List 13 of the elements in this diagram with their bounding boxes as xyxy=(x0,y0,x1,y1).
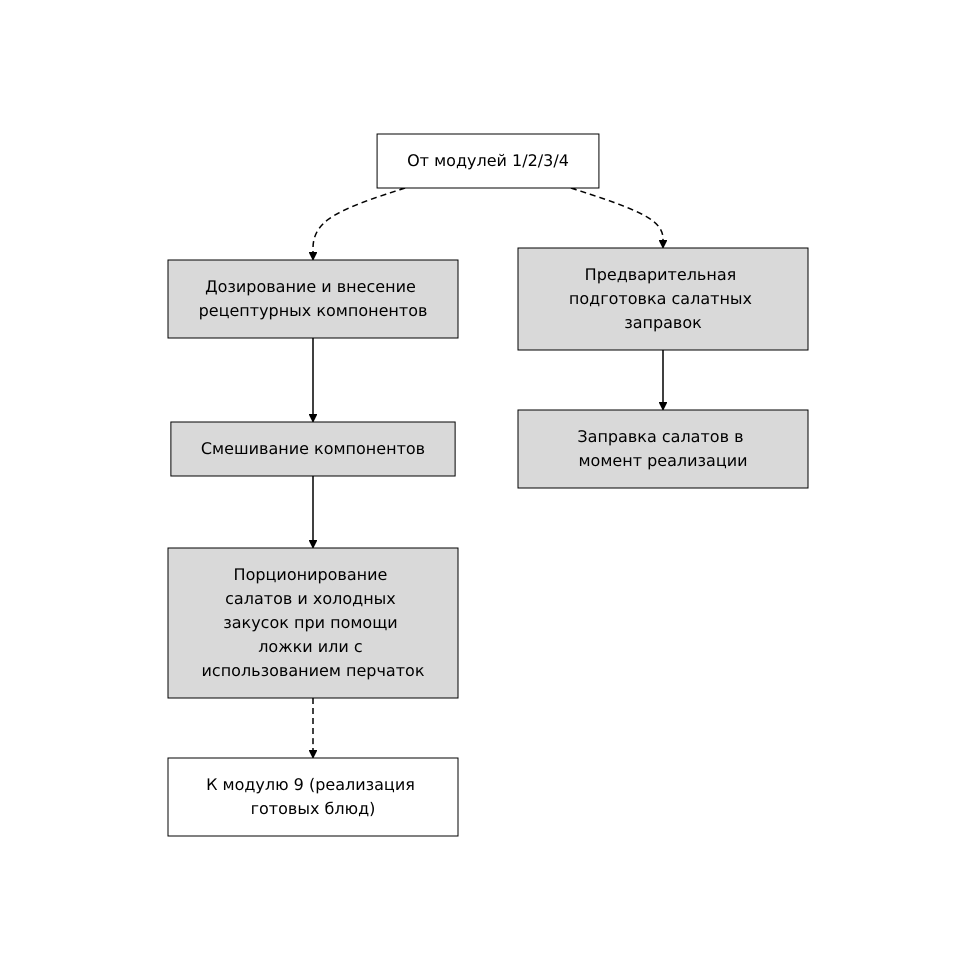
arrow xyxy=(570,186,668,248)
node-box: Смешивание компонентов xyxy=(170,421,456,476)
node-box: От модулей 1/2/3/4 xyxy=(376,133,600,188)
node-box: К модулю 9 (реализация готовых блюд) xyxy=(168,757,458,836)
node-box: Предварительная подготовка салатных заправок xyxy=(518,247,808,350)
arrow xyxy=(308,476,318,548)
arrow xyxy=(308,338,318,422)
arrow xyxy=(658,350,668,410)
node-box: Дозирование и внесение рецептурных компонентов xyxy=(168,259,458,338)
node-box: Заправка салатов в момент реализации xyxy=(518,409,808,488)
arrow xyxy=(308,698,318,758)
arrow xyxy=(308,186,406,260)
node-box: Порционирование салатов и холодных закусок при помощи ложки или с использованием перчаток xyxy=(168,547,458,698)
